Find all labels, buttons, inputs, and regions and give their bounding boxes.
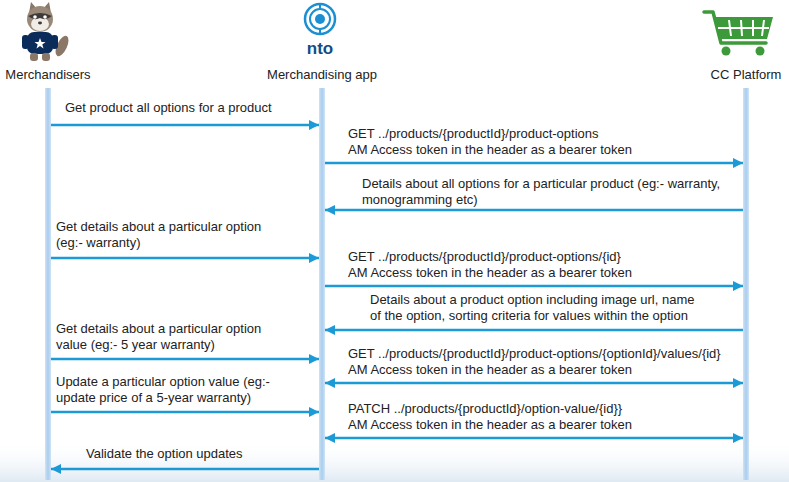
- message-label-line: value (eg:- 5 year warranty): [56, 337, 261, 353]
- message-label-line: PATCH ../products/{productId}/option-val…: [348, 401, 632, 417]
- message-label-line: (eg:- warranty): [56, 235, 261, 251]
- nto-logo-icon: [305, 4, 335, 34]
- message-label: PATCH ../products/{productId}/option-val…: [348, 401, 632, 433]
- message-label: GET ../products/{productId}/product-opti…: [348, 346, 721, 378]
- message-label-line: GET ../products/{productId}/product-opti…: [348, 249, 632, 265]
- message-arrow: [51, 124, 319, 127]
- participant-box: Merchandisers: [5, 67, 90, 83]
- message-label: Details about all options for a particul…: [362, 176, 720, 208]
- message-arrow: [51, 358, 319, 361]
- message-arrow: [325, 382, 743, 385]
- message-arrow: [325, 209, 743, 212]
- bottom-band: [0, 440, 789, 482]
- message-label: GET ../products/{productId}/product-opti…: [348, 126, 632, 158]
- message-label-line: Get details about a particular option: [56, 321, 261, 337]
- participant-box: CC Platform: [711, 67, 782, 83]
- message-label-line: monogramming etc): [362, 192, 720, 208]
- message-label: Update a particular option value (eg:- u…: [56, 374, 270, 406]
- participant-name: CC Platform: [711, 67, 782, 83]
- participant-name: Merchandising app: [267, 67, 377, 83]
- message-label: Get details about a particular option (e…: [56, 219, 261, 251]
- message-label-line: Update a particular option value (eg:-: [56, 374, 270, 390]
- message-label-line: AM Access token in the header as a beare…: [348, 417, 632, 433]
- message-label-line: Details about all options for a particul…: [362, 176, 720, 192]
- shopping-cart-icon: [704, 12, 773, 56]
- message-arrow: [51, 411, 319, 414]
- lifeline: [319, 88, 325, 480]
- message-label-line: AM Access token in the header as a beare…: [348, 142, 632, 158]
- message-arrow: [325, 285, 743, 288]
- message-label: Get product all options for a product: [65, 100, 272, 116]
- message-label: Get details about a particular option va…: [56, 321, 261, 353]
- message-arrow: [51, 468, 319, 471]
- lifelines: [45, 88, 749, 480]
- message-label-line: GET ../products/{productId}/product-opti…: [348, 346, 721, 362]
- message-label-line: Details about a product option including…: [370, 292, 694, 308]
- participant-name: Merchandisers: [5, 67, 90, 83]
- astro-mascot: [22, 2, 71, 61]
- message-label-line: Get details about a particular option: [56, 219, 261, 235]
- logo-text: nto: [307, 40, 333, 58]
- lifeline: [743, 88, 749, 480]
- message-arrows: [51, 125, 743, 469]
- message-label-line: AM Access token in the header as a beare…: [348, 362, 721, 378]
- message-label-line: update price of a 5-year warranty): [56, 390, 270, 406]
- message-arrow: [325, 162, 743, 165]
- message-arrow: [325, 329, 743, 332]
- message-label: Details about a product option including…: [370, 292, 694, 324]
- message-label-line: Validate the option updates: [86, 446, 243, 462]
- message-label: GET ../products/{productId}/product-opti…: [348, 249, 632, 281]
- message-arrow: [325, 437, 743, 440]
- message-label-line: of the option, sorting criteria for valu…: [370, 308, 694, 324]
- message-label-line: GET ../products/{productId}/product-opti…: [348, 126, 632, 142]
- participant-box: Merchandising app: [267, 67, 377, 83]
- message-label-line: AM Access token in the header as a beare…: [348, 265, 632, 281]
- message-label-line: Get product all options for a product: [65, 100, 272, 116]
- message-label: Validate the option updates: [86, 446, 243, 462]
- lifeline: [45, 88, 51, 480]
- message-arrow: [51, 257, 319, 260]
